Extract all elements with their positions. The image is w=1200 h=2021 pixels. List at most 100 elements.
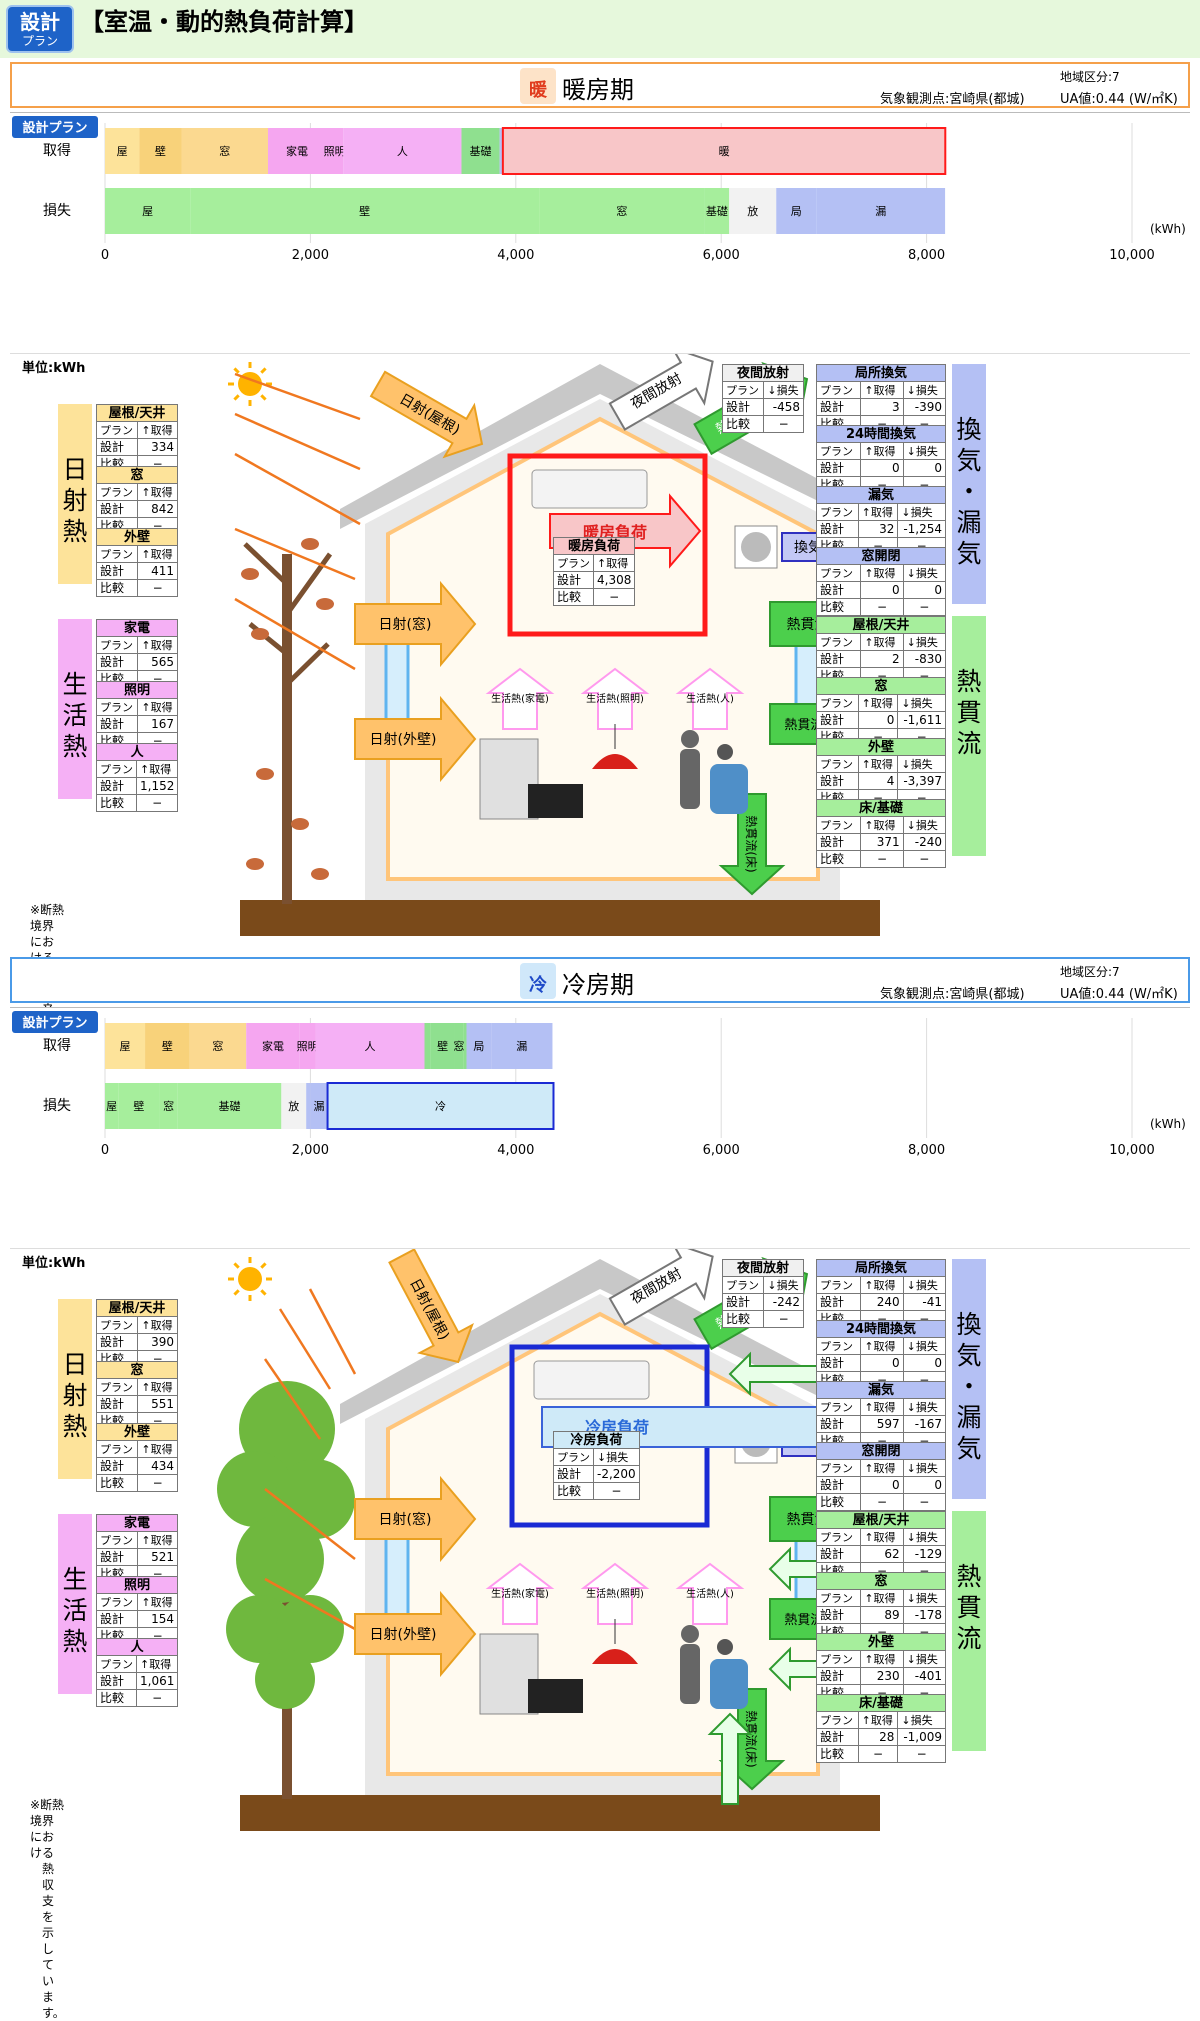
plan-badge: 設計 プラン	[6, 5, 74, 53]
bar-segment-label: 暖	[719, 145, 730, 158]
heating-icon: 暖	[520, 68, 556, 104]
lamp-icon	[592, 1649, 638, 1664]
table-cell: ↓損失	[902, 1459, 947, 1477]
table-cell: プラン	[553, 554, 594, 572]
table-value: 597	[860, 1415, 904, 1433]
table-cell: 設計	[95, 653, 139, 671]
table-cell: 設計	[553, 1465, 594, 1483]
category-char: 気	[956, 1434, 982, 1463]
table-value: 167	[137, 715, 178, 733]
table-cell: プラン	[815, 1459, 862, 1477]
bar-segment	[430, 1023, 455, 1069]
table-cell: −	[763, 415, 804, 433]
table-cell: −	[137, 579, 178, 597]
living-heat-label: 生活熱(照明)	[586, 692, 644, 705]
conduction-category: 熱貫流	[952, 1511, 986, 1751]
table-cell: プラン	[95, 421, 139, 439]
table-cell: −	[860, 598, 904, 616]
tv-icon	[528, 784, 583, 818]
table-value: 0	[902, 1354, 947, 1372]
living-category: 生活熱	[58, 1514, 92, 1694]
table-title: 人	[95, 743, 179, 761]
bar-segment	[281, 1083, 307, 1129]
flow-arrow-group	[580, 1562, 650, 1625]
table-title: 外壁	[816, 1633, 946, 1651]
bar-segment-label: 壁	[133, 1099, 144, 1113]
table-cell: ↑取得	[137, 1531, 178, 1549]
bar-segment	[315, 1023, 425, 1069]
bar-segment-label: 屋	[142, 205, 153, 218]
table-value: 0	[860, 459, 904, 477]
table-cell: 比較	[815, 1493, 862, 1511]
tv-icon	[528, 1679, 583, 1713]
arrow-label: 換気	[794, 540, 822, 556]
design-plan-label: 設計プラン	[22, 1015, 87, 1031]
arrow-label: 日射(外壁)	[370, 1627, 437, 1643]
bar-segment-label: 屋	[106, 1100, 117, 1113]
category-char: 熱	[62, 732, 88, 761]
sun-ray	[260, 367, 267, 374]
bar-segment-label: 人	[397, 145, 408, 158]
table-cell: −	[860, 1493, 904, 1511]
table-value: 0	[857, 711, 899, 729]
flow-arrow-group	[369, 370, 484, 459]
bar-segment	[105, 188, 191, 234]
table-value: 521	[137, 1548, 178, 1566]
table-value: 565	[137, 653, 178, 671]
table-cell: 設計	[95, 1395, 139, 1413]
bar-segment-label: 人	[365, 1040, 376, 1053]
table-cell: 設計	[95, 500, 139, 518]
ground	[240, 1795, 880, 1831]
bar-segment	[310, 1083, 328, 1129]
flow-arrow-group	[485, 667, 555, 730]
lamp-icon	[592, 754, 638, 769]
air-conditioner-icon	[531, 469, 648, 509]
leaf	[251, 628, 269, 640]
table-cell: −	[137, 1474, 178, 1492]
table-title: 屋根/天井	[816, 616, 946, 634]
leaf	[316, 598, 334, 610]
table-cell: ↓損失	[593, 1448, 640, 1466]
person-icon	[717, 1639, 733, 1655]
flow-arrow	[675, 1562, 745, 1625]
table-value: -458	[763, 398, 804, 416]
flow-arrow	[354, 580, 477, 668]
table-cell: プラン	[815, 816, 862, 834]
category-char: 射	[62, 1381, 88, 1410]
table-cell: −	[135, 1689, 179, 1707]
sun-ray	[233, 394, 240, 401]
table-cell: 設計	[816, 1728, 859, 1746]
living-category: 生活熱	[58, 619, 92, 799]
ua-label: UA値:0.44 (W/㎡K)	[1060, 92, 1178, 107]
table-cell: ↑取得	[135, 760, 179, 778]
table-cell: プラン	[815, 1589, 862, 1607]
table-cell: 設計	[815, 1354, 862, 1372]
region-label: 地域区分:7	[1060, 965, 1120, 979]
table-title: 漏気	[816, 1381, 946, 1399]
bar-segment-label: 家電	[262, 1039, 284, 1053]
table-title: 窓	[96, 466, 178, 484]
table-cell: ↓損失	[902, 816, 947, 834]
bar-segment	[539, 188, 705, 234]
table-cell: 設計	[815, 833, 862, 851]
bar-segment-label: 放	[288, 1099, 299, 1113]
sun-icon	[238, 1267, 262, 1291]
bar-segment-label: 漏	[516, 1040, 527, 1053]
flow-arrow-group	[707, 1712, 753, 1805]
bar-segment	[139, 128, 182, 174]
table-cell: −	[902, 598, 947, 616]
tree-branches	[243, 542, 333, 686]
table-cell: 比較	[96, 1689, 137, 1707]
